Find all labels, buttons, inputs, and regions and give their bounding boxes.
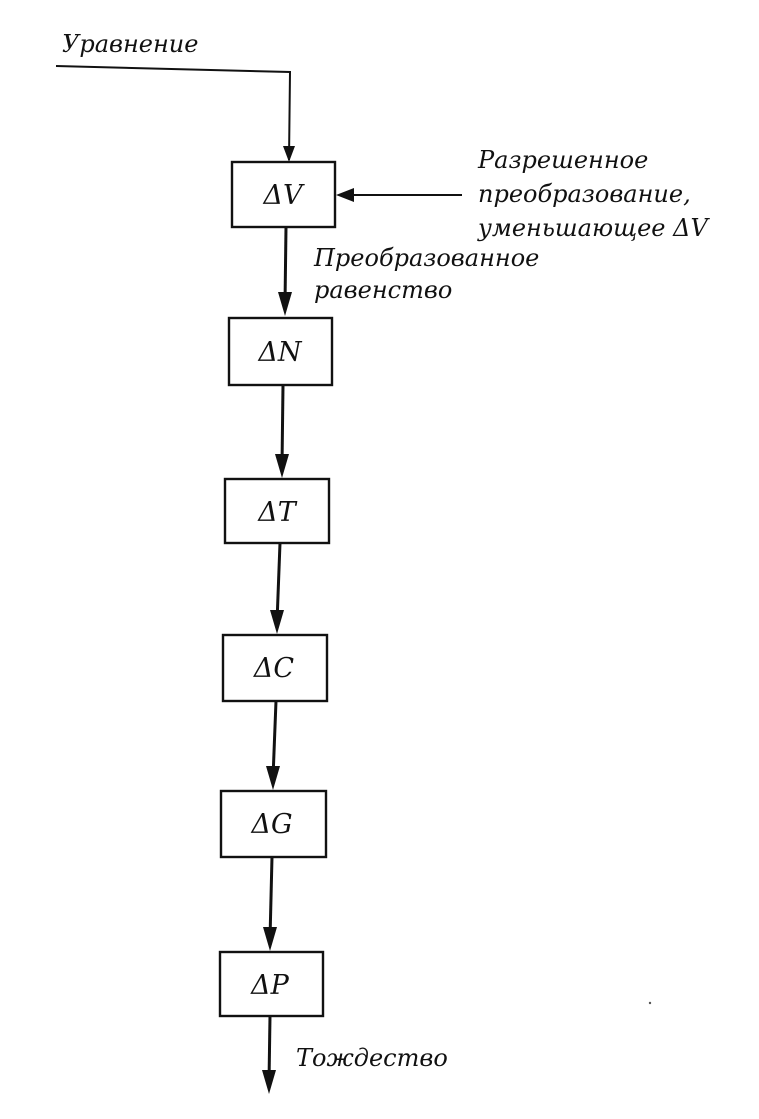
edge-label: Преобразованное равенство: [313, 244, 547, 304]
edge-dg-dp-head: [263, 927, 277, 951]
input-arrow-head: [283, 146, 295, 162]
side-note-line-3: уменьшающее ΔV: [477, 214, 710, 242]
edge-dc-dg-head: [266, 766, 280, 790]
side-note: Разрешенное преобразование, уменьшающее …: [477, 146, 710, 242]
input-label: Уравнение: [62, 30, 198, 58]
box-dv: [230, 160, 337, 229]
input-arrow-line: [55, 65, 292, 161]
box-dg-label: ΔG: [250, 809, 292, 840]
edge-dn-dt-head: [275, 454, 289, 478]
box-dn-label: ΔN: [257, 337, 302, 368]
box-dp: [218, 950, 325, 1018]
scan-speck: [648, 1001, 652, 1005]
edge-dc-dg: [271, 700, 278, 779]
box-dt-label: ΔT: [257, 497, 297, 528]
box-dn: [227, 316, 334, 387]
output-label: Тождество: [296, 1044, 448, 1072]
edge-dv-dn-head: [278, 292, 292, 316]
box-dp-label: ΔP: [250, 970, 289, 1001]
side-note-line-1: Разрешенное: [477, 146, 648, 174]
side-note-line-2: преобразование,: [478, 180, 691, 208]
box-dt: [223, 477, 331, 545]
edge-dn-dt: [280, 384, 285, 467]
box-dc-label: ΔC: [253, 653, 294, 684]
output-arrow-head: [262, 1070, 276, 1094]
side-arrow-head: [336, 188, 354, 202]
edge-dt-dc-head: [270, 610, 284, 634]
edge-label-line-1: Преобразованное: [313, 244, 539, 272]
box-dv-label: ΔV: [263, 180, 305, 211]
edge-dg-dp: [268, 856, 274, 940]
edge-label-line-2: равенство: [314, 276, 452, 304]
box-dg: [219, 789, 328, 859]
edge-dt-dc: [275, 542, 282, 623]
edge-dv-dn: [283, 226, 288, 305]
